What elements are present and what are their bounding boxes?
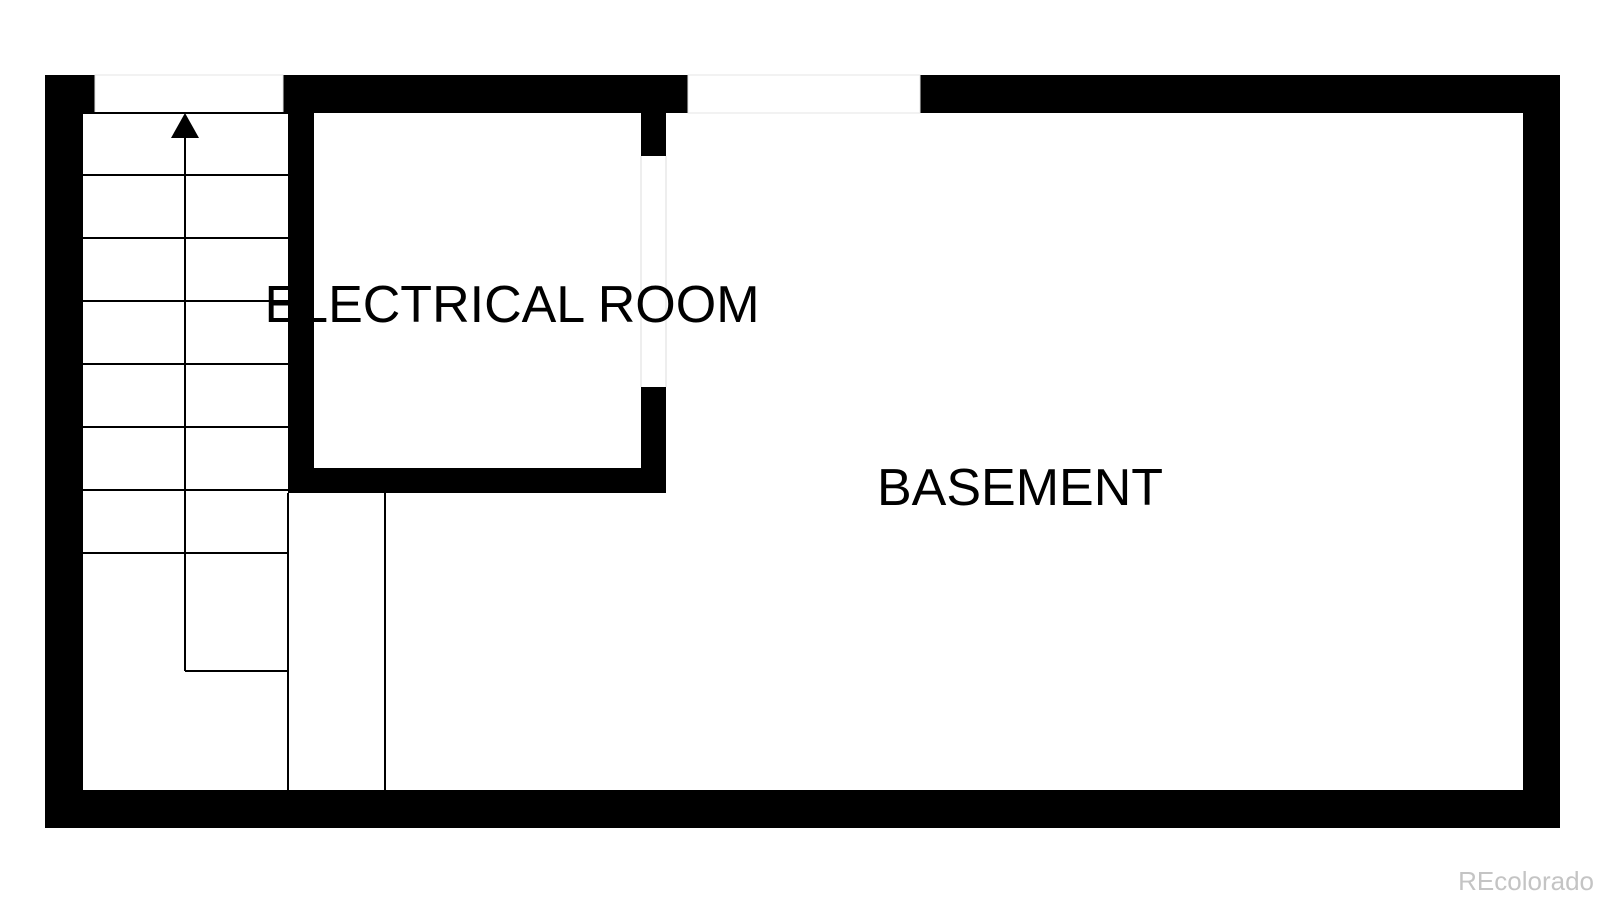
watermark-logo: REcolorado — [1458, 866, 1594, 896]
bottom-wall — [45, 790, 1560, 828]
electrical-room-right-wall-upper — [641, 113, 666, 156]
exterior-walls — [45, 75, 1560, 828]
top-opening — [687, 74, 921, 114]
right-wall — [1523, 75, 1560, 828]
electrical-room-right-wall-lower — [641, 387, 666, 493]
electrical-room-left-wall — [288, 75, 314, 493]
electrical-room-bottom-wall — [288, 468, 666, 493]
left-wall — [45, 75, 83, 828]
stair-opening — [94, 74, 284, 114]
staircase — [83, 112, 386, 790]
top-wall-middle-segment — [283, 75, 688, 113]
top-wall-right-segment — [920, 75, 1560, 113]
basement-label: BASEMENT — [877, 459, 1163, 517]
wall-openings — [94, 74, 921, 114]
electrical-room-label: ELECTRICAL ROOM — [264, 276, 759, 334]
electrical-room-doorway — [640, 156, 667, 387]
electrical-room-walls — [288, 75, 666, 493]
stair-up-arrow-icon — [171, 113, 199, 138]
